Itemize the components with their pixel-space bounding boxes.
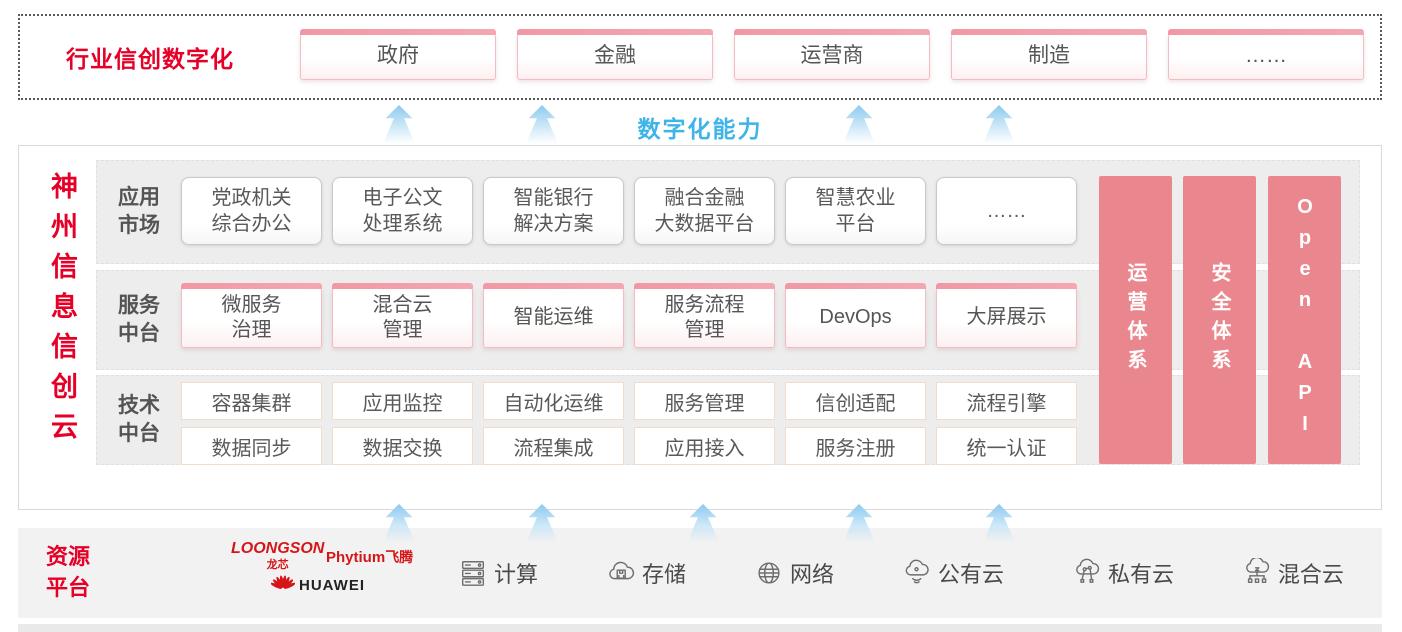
tech-boxes-bottom: 数据同步 数据交换 流程集成 应用接入 服务注册 统一认证 (181, 427, 1077, 465)
tech-box: 应用监控 (332, 382, 473, 420)
resource-label: 计算 (494, 562, 539, 587)
tech-box: 自动化运维 (483, 382, 624, 420)
resource-platform-title: 资源 平台 (46, 544, 91, 600)
side-bar-operation-system: 运营体系 (1099, 176, 1172, 464)
row-label-service: 服务 中台 (118, 293, 160, 345)
industry-box-more: …… (1168, 29, 1364, 80)
huawei-flower-icon (271, 575, 295, 589)
tech-box: 服务注册 (785, 427, 926, 465)
up-arrow-icon (382, 105, 416, 145)
tech-box: 信创适配 (785, 382, 926, 420)
tech-box: 流程引擎 (936, 382, 1077, 420)
app-box: 智慧农业 平台 (785, 177, 926, 245)
huawei-logo-text: HUAWEI (299, 576, 365, 594)
app-box: 党政机关 综合办公 (181, 177, 322, 245)
phytium-logo-sub: 飞腾 (385, 549, 414, 565)
industry-box-finance: 金融 (517, 29, 713, 80)
bottom-divider (18, 624, 1382, 632)
resource-item-compute: 计算 (458, 557, 538, 589)
phytium-logo-text: Phytium (326, 549, 386, 566)
app-box: 电子公文 处理系统 (332, 177, 473, 245)
resource-label: 公有云 (937, 562, 1004, 587)
compute-icon (461, 561, 485, 586)
tech-box: 应用接入 (634, 427, 775, 465)
service-box: 微服务 治理 (181, 283, 322, 348)
huawei-logo: HUAWEI (271, 574, 365, 596)
industry-box-operator: 运营商 (734, 29, 930, 80)
platform-vertical-title: 神州信息信创云 (47, 172, 77, 452)
row-label-tech: 技术 中台 (118, 393, 160, 445)
tech-box: 统一认证 (936, 427, 1077, 465)
industry-box-manufacturing: 制造 (951, 29, 1147, 80)
service-box: 大屏展示 (936, 283, 1077, 348)
hybrid-cloud-icon (1246, 558, 1270, 583)
service-box: 智能运维 (483, 283, 624, 348)
service-box: DevOps (785, 283, 926, 348)
storage-icon (609, 561, 635, 580)
loongson-logo: LOONGSON 龙芯 (231, 540, 324, 572)
side-bar-label: 安全体系 (1208, 262, 1230, 378)
industry-box-government: 政府 (300, 29, 496, 80)
tech-box: 服务管理 (634, 382, 775, 420)
network-icon (758, 562, 780, 584)
side-bar-label: 运营体系 (1124, 262, 1146, 378)
service-box: 服务流程 管理 (634, 283, 775, 348)
up-arrow-icon (525, 105, 559, 145)
row-label-app-market: 应用 市场 (118, 185, 160, 237)
resource-label: 网络 (789, 562, 834, 587)
vendor-logos: LOONGSON 龙芯 Phytium飞腾 HUAWEI (213, 528, 433, 618)
service-box: 混合云 管理 (332, 283, 473, 348)
resource-item-public-cloud: 公有云 (902, 557, 1004, 589)
resource-item-storage: 存储 (606, 557, 686, 589)
app-box: 智能银行 解决方案 (483, 177, 624, 245)
capability-label: 数字化能力 (637, 116, 763, 142)
service-boxes: 微服务 治理 混合云 管理 智能运维 服务流程 管理 DevOps 大屏展示 (181, 283, 1077, 348)
banner-title: 行业信创数字化 (66, 46, 234, 72)
tech-box: 数据同步 (181, 427, 322, 465)
resource-item-hybrid-cloud: 混合云 (1242, 557, 1344, 589)
tech-box: 容器集群 (181, 382, 322, 420)
resource-item-list: 计算 存储 网络 (458, 528, 1344, 618)
up-arrow-icon (842, 105, 876, 145)
phytium-logo: Phytium飞腾 (326, 547, 413, 567)
loongson-logo-sub: 龙芯 (266, 559, 289, 571)
tech-box: 流程集成 (483, 427, 624, 465)
resource-label: 混合云 (1277, 562, 1344, 587)
tech-boxes-top: 容器集群 应用监控 自动化运维 服务管理 信创适配 流程引擎 (181, 382, 1077, 420)
loongson-logo-text: LOONGSON (231, 540, 325, 557)
resource-item-network: 网络 (754, 557, 834, 589)
app-box: 融合金融 大数据平台 (634, 177, 775, 245)
private-cloud-icon (1076, 558, 1100, 583)
up-arrow-icon (982, 105, 1016, 145)
side-bar-security-system: 安全体系 (1183, 176, 1256, 464)
app-market-boxes: 党政机关 综合办公 电子公文 处理系统 智能银行 解决方案 融合金融 大数据平台… (181, 177, 1077, 245)
side-bar-label: Open API (1294, 196, 1316, 444)
resource-label: 私有云 (1107, 562, 1174, 587)
resource-label: 存储 (641, 562, 686, 587)
resource-item-private-cloud: 私有云 (1072, 557, 1174, 589)
app-box-more: …… (936, 177, 1077, 245)
industry-box-list: 政府 金融 运营商 制造 …… (300, 29, 1364, 80)
tech-box: 数据交换 (332, 427, 473, 465)
public-cloud-icon (905, 559, 929, 584)
industry-banner: 行业信创数字化 政府 金融 运营商 制造 …… (18, 14, 1382, 100)
cloud-platform-panel: 神州信息信创云 应用 市场 党政机关 综合办公 电子公文 处理系统 智能银行 解… (18, 145, 1382, 510)
side-bar-open-api: Open API (1268, 176, 1341, 464)
